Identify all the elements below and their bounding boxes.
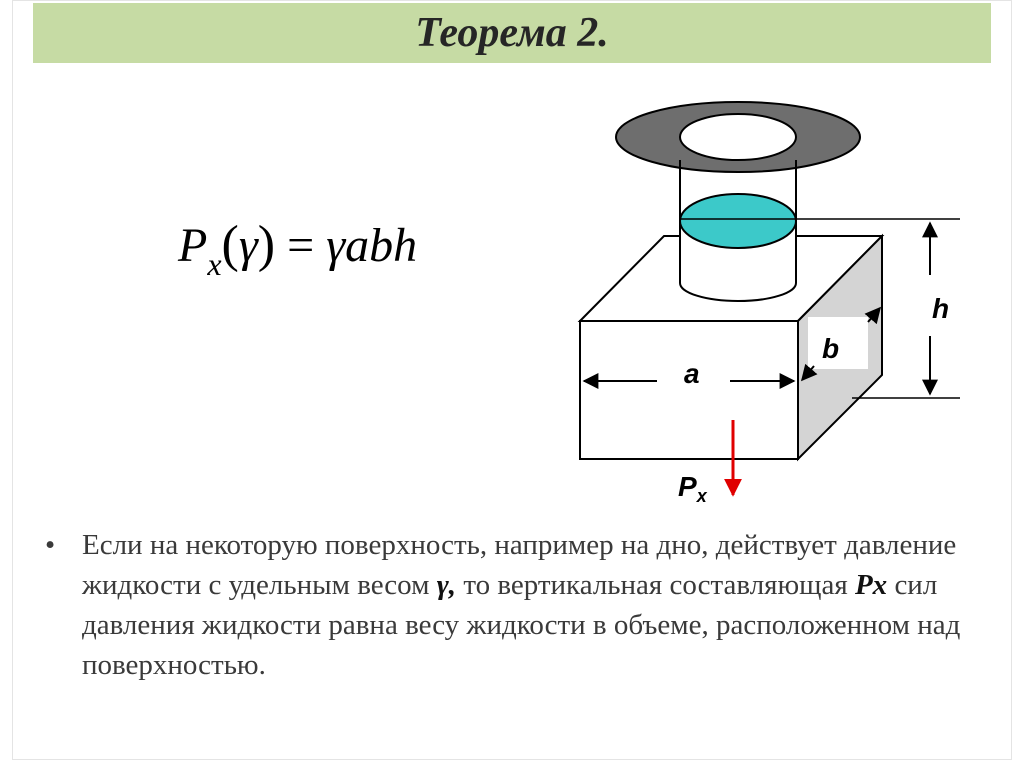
bullet-px: Px: [854, 569, 888, 601]
title-bar: Теорема 2.: [33, 3, 991, 63]
formula-p: P: [178, 219, 208, 272]
bullet-text-part-2: то вертикальная составляющая: [456, 569, 855, 601]
slide-frame: [12, 0, 1012, 760]
formula-subscript: x: [207, 246, 222, 282]
bullet-text-part-3: сил давления жидкости равна весу жидкост…: [82, 569, 961, 681]
vessel-diagram: a b h Px: [577, 101, 960, 506]
dim-b-lower-arrow: [800, 363, 818, 382]
label-px-sub: x: [696, 486, 708, 506]
label-b: b: [822, 333, 839, 364]
liquid-surface: [679, 193, 797, 249]
formula-rhs: γabh: [326, 219, 418, 272]
label-h: h: [932, 293, 949, 324]
bullet-gamma: γ,: [436, 569, 457, 601]
label-px-main: P: [678, 471, 697, 502]
formula-lparen: (: [221, 216, 239, 273]
flange-ring: [614, 101, 862, 173]
slide-title: Теорема 2.: [415, 10, 609, 56]
formula-rparen: ): [257, 216, 276, 273]
label-a: a: [684, 358, 700, 389]
bullet-text-part-1: Если на некоторую поверхность, например …: [82, 529, 957, 601]
label-px: Px: [678, 471, 708, 506]
bullet-text: Если на некоторую поверхность, например …: [82, 525, 985, 685]
formula-gamma: γ: [238, 219, 258, 272]
formula-equals: =: [275, 219, 327, 272]
label-b-patch: [808, 317, 868, 369]
bullet-paragraph: • Если на некоторую поверхность, наприме…: [45, 525, 985, 685]
formula: Px(γ) = γabh: [178, 215, 478, 295]
box-front-face: [579, 320, 799, 460]
dim-b-upper-arrow: [864, 306, 882, 325]
bullet-marker: •: [45, 529, 56, 561]
